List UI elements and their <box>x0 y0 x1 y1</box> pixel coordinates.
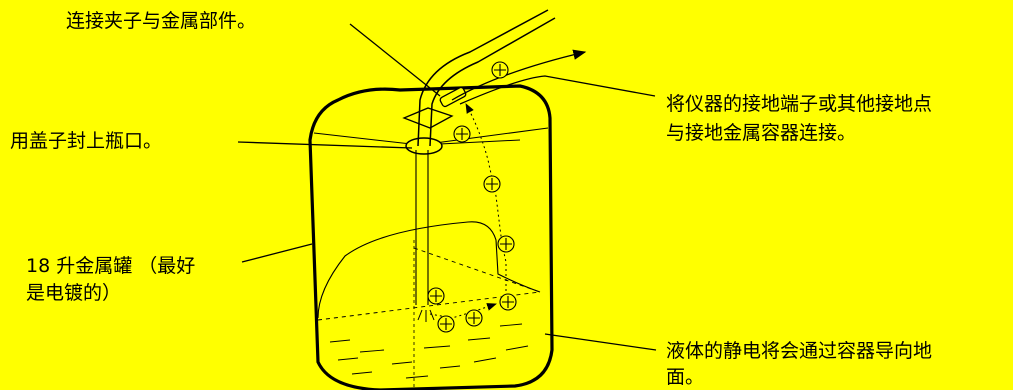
leader-liquid <box>544 333 657 351</box>
label-liquid-static-line2: 面。 <box>666 366 705 388</box>
label-metal-can-line1: 18 升金属罐 （最好 <box>26 255 196 277</box>
charge-plus-marks <box>430 64 514 330</box>
ground-wire-lower <box>459 75 656 105</box>
label-liquid-static-line1: 液体的静电将会通过容器导向地 <box>666 340 933 362</box>
label-ground-instruction-line1: 将仪器的接地端子或其他接地点 <box>666 93 933 115</box>
tube-outlet-sparks <box>417 309 435 322</box>
clamp <box>439 86 467 108</box>
clamp-plate <box>402 107 454 129</box>
label-cap-instruction: 用盖子封上瓶口。 <box>10 130 163 152</box>
leader-can <box>241 243 313 263</box>
tube-outer-left <box>417 9 549 147</box>
charge-path-bottom <box>429 303 497 319</box>
bottle-mouth-cap <box>405 137 443 155</box>
charge-path-rising <box>465 103 507 296</box>
label-metal-can-line2: 是电镀的） <box>26 282 122 304</box>
tube-outer-right <box>429 17 556 147</box>
liquid-surface-inner <box>317 221 541 319</box>
ground-wire-upper <box>451 49 587 101</box>
metal-can-outline <box>308 84 554 390</box>
label-ground-instruction-line2: 与接地金属容器连接。 <box>666 122 857 144</box>
leader-cap <box>237 141 413 149</box>
liquid-hatching <box>329 323 529 379</box>
leader-clamp <box>349 23 441 97</box>
label-clamp-instruction: 连接夹子与金属部件。 <box>66 10 257 32</box>
